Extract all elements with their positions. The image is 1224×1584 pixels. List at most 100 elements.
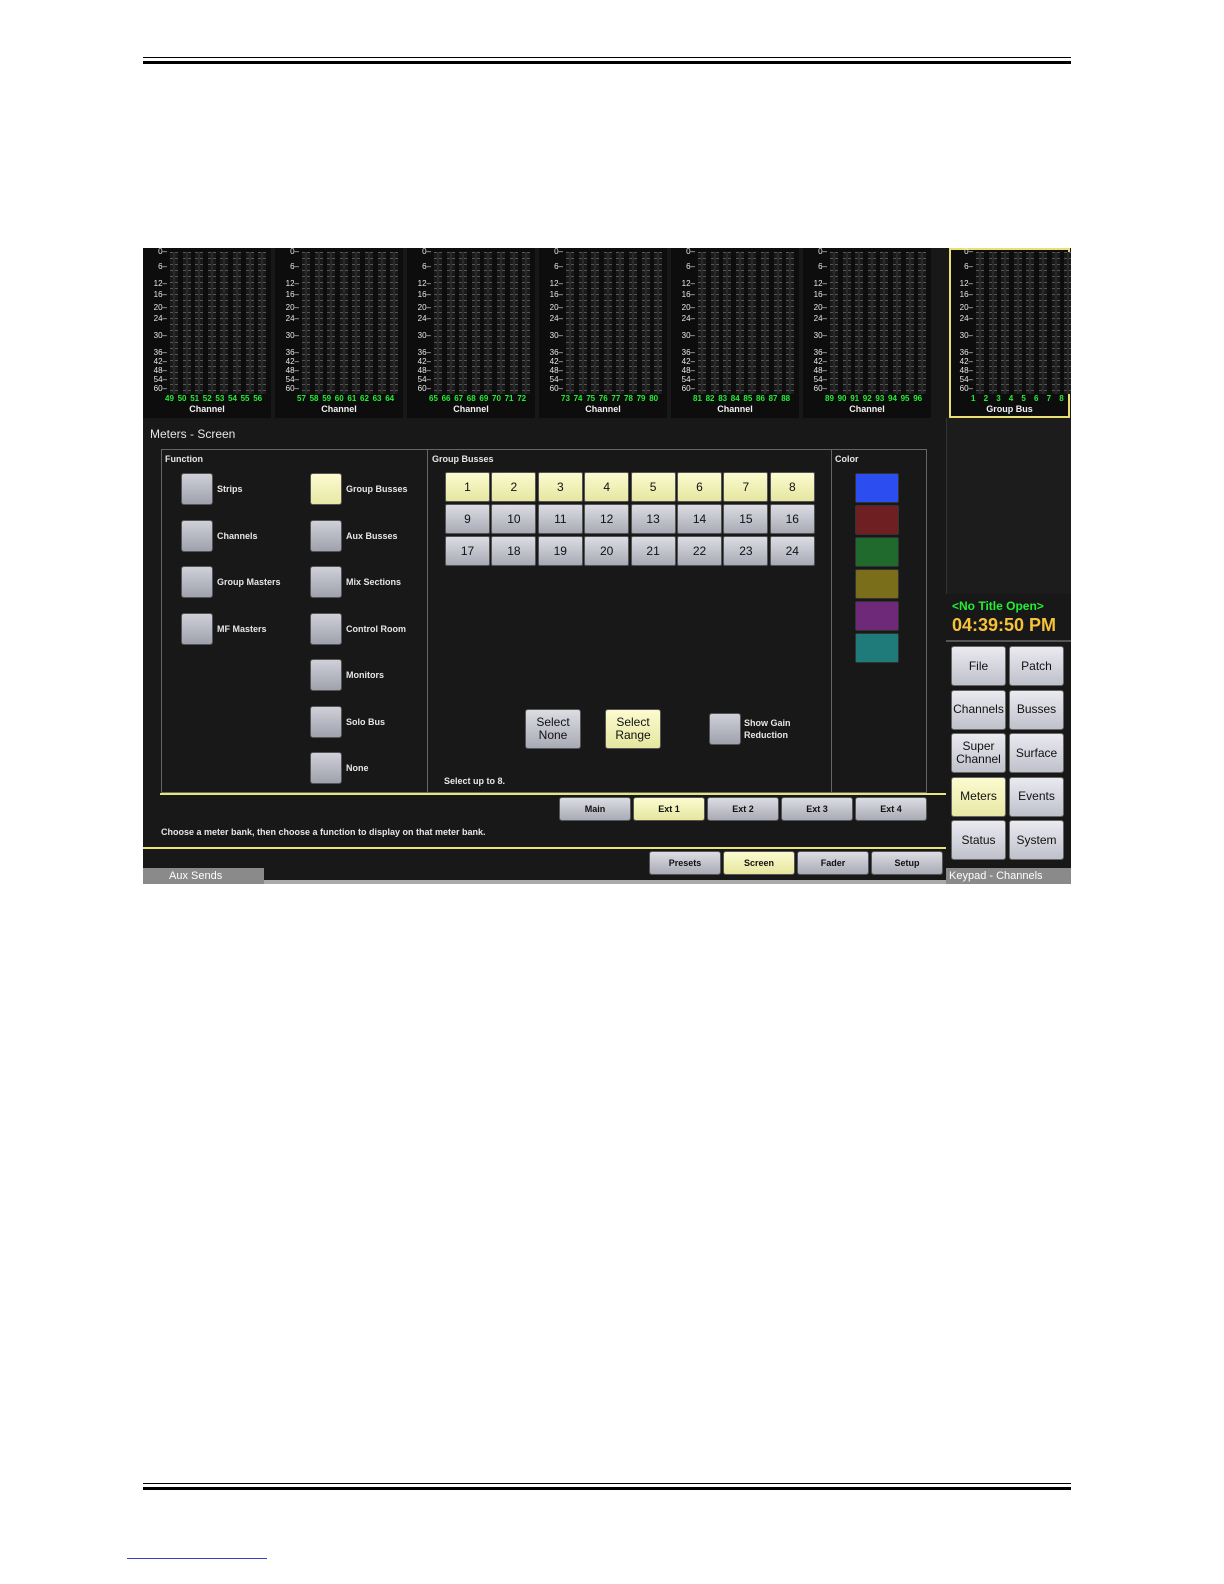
screen-tab[interactable]: Setup [871,851,943,875]
screen-tab[interactable]: Fader [797,851,869,875]
function-toggle[interactable] [310,705,342,738]
function-toggle[interactable] [310,659,342,691]
bank-tab[interactable]: Ext 4 [855,797,927,821]
group-bus-button[interactable]: 21 [630,536,676,566]
group-bus-button[interactable]: 20 [584,536,630,566]
group-bus-button[interactable]: 15 [723,504,769,534]
scale-label: 36– [959,348,973,357]
function-toggle[interactable] [310,612,342,645]
function-toggle[interactable] [181,519,213,552]
group-bus-button[interactable]: 5 [630,472,676,502]
scale-label: 6– [686,262,695,271]
scale-label: 0– [158,248,167,256]
scale-label: 16– [813,290,827,299]
group-bus-button[interactable]: 17 [445,536,490,566]
function-toggle[interactable] [310,752,342,784]
keypad-file-button[interactable]: File [951,646,1006,686]
level-meter [905,252,914,394]
select-range-button[interactable]: Select Range [605,709,661,749]
select-none-button[interactable]: Select None [525,709,581,749]
group-bus-button[interactable]: 22 [677,536,722,566]
function-toggle[interactable] [181,473,213,505]
show-gain-reduction-toggle[interactable] [709,713,741,745]
scale-label: 16– [153,290,167,299]
group-bus-button[interactable]: 1 [445,472,490,502]
color-swatch[interactable] [855,505,899,535]
channel-number: 80 [649,394,659,403]
color-swatch[interactable] [855,601,899,631]
scale-label: 54– [417,375,431,384]
screen-tab[interactable]: Presets [649,851,721,875]
bank-tab[interactable]: Main [559,797,631,821]
group-bus-button[interactable]: 16 [769,504,815,534]
group-bus-button[interactable]: 3 [537,472,583,502]
group-bus-button[interactable]: 9 [445,504,490,534]
select-limit-note: Select up to 8. [444,776,506,786]
channel-number: 51 [190,394,200,403]
keypad-busses-button[interactable]: Busses [1009,689,1064,730]
level-meter [893,252,901,394]
function-label: Group Masters [217,577,281,587]
scale-label: 16– [417,290,431,299]
group-bus-button[interactable]: 11 [537,504,583,534]
channel-number: 78 [624,394,633,403]
keypad-system-button[interactable]: System [1009,820,1064,860]
channel-number: 63 [372,394,382,403]
group-bus-button[interactable]: 23 [723,536,769,566]
group-bus-button[interactable]: 2 [491,472,537,502]
bank-tab[interactable]: Ext 2 [707,797,779,821]
group-bus-button[interactable]: 19 [537,536,583,566]
keypad-surface-button[interactable]: Surface [1009,733,1064,773]
color-swatch[interactable] [855,537,899,567]
keypad-super-channel-button[interactable]: Super Channel [951,733,1006,773]
group-bus-button[interactable]: 4 [584,472,630,502]
function-toggle[interactable] [310,473,342,505]
group-bus-button[interactable]: 10 [491,504,537,534]
function-toggle[interactable] [181,612,213,645]
function-toggle[interactable] [310,566,342,598]
channel-number: 93 [875,394,885,403]
keypad-meters-button[interactable]: Meters [951,776,1006,817]
screen-tab[interactable]: Screen [723,851,795,875]
channel-number: 56 [253,394,263,403]
group-bus-button[interactable]: 13 [630,504,676,534]
function-toggle[interactable] [181,566,213,598]
channel-number: 5 [1021,394,1026,403]
group-bus-button[interactable]: 14 [677,504,722,534]
scale-label: 48– [681,366,695,375]
group-bus-button[interactable]: 7 [723,472,769,502]
channel-number: 6 [1034,394,1039,403]
group-bus-button[interactable]: 24 [769,536,815,566]
scale-label: 20– [285,303,299,312]
scale-label: 48– [549,366,563,375]
group-bus-button[interactable]: 6 [677,472,722,502]
keypad-patch-button[interactable]: Patch [1009,646,1064,686]
bank-tab[interactable]: Ext 1 [633,797,705,821]
function-toggle[interactable] [310,519,342,552]
level-meter [233,252,241,394]
scale-label: 30– [959,331,973,340]
bank-tab[interactable]: Ext 3 [781,797,853,821]
keypad-status-button[interactable]: Status [951,820,1006,860]
group-bus-button[interactable]: 8 [769,472,815,502]
color-swatch[interactable] [855,473,899,503]
title-open-status: <No Title Open> [952,599,1044,613]
color-swatch[interactable] [855,633,899,663]
keypad-channels-button[interactable]: Channels [951,689,1006,730]
scale-label: 24– [813,314,827,323]
channel-number: 86 [756,394,765,403]
color-swatch[interactable] [855,569,899,599]
group-bus-button[interactable]: 12 [584,504,630,534]
keypad-events-button[interactable]: Events [1009,776,1064,817]
group-bus-button[interactable]: 18 [491,536,537,566]
